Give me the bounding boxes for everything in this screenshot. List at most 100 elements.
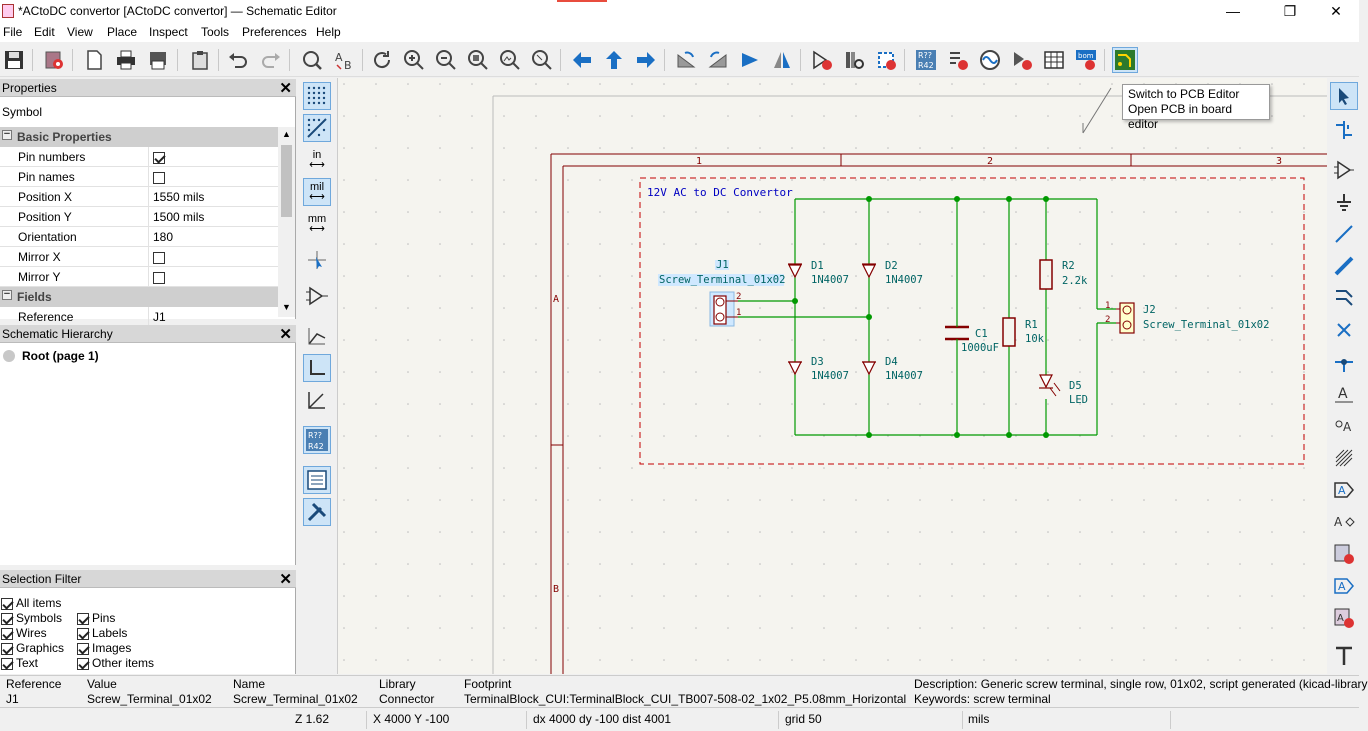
add-global-label-icon[interactable] [1330, 444, 1358, 472]
checkbox[interactable] [153, 171, 165, 184]
rotate-ccw-icon[interactable] [673, 47, 699, 73]
property-value[interactable]: J1 [153, 310, 166, 324]
menu-view[interactable]: View [67, 25, 93, 39]
redo-icon[interactable] [258, 47, 284, 73]
d1-value[interactable]: 1N4007 [811, 274, 849, 286]
zoom-selection-icon[interactable] [529, 47, 555, 73]
menu-tools[interactable]: Tools [201, 25, 230, 39]
property-value[interactable]: 1500 mils [153, 210, 205, 224]
save-icon[interactable] [1, 47, 27, 73]
import-sheet-pin-icon[interactable]: A [1330, 604, 1358, 632]
collapse-icon[interactable]: − [2, 128, 12, 140]
j2-ref[interactable]: J2 [1143, 304, 1156, 316]
filter-checkbox[interactable] [1, 642, 13, 655]
no-connect-icon[interactable] [1330, 316, 1358, 344]
checkbox[interactable] [153, 151, 165, 164]
properties-panel-toggle-icon[interactable] [303, 466, 331, 494]
collapse-icon[interactable]: − [2, 288, 12, 300]
property-checkbox[interactable] [153, 270, 165, 284]
plot-icon[interactable] [145, 47, 171, 73]
symbol-library-browser-icon[interactable] [841, 47, 867, 73]
erc-icon[interactable] [945, 47, 971, 73]
bom-table-icon[interactable] [1041, 47, 1067, 73]
annotate-toggle-icon[interactable]: R??R42 [303, 426, 331, 454]
add-net-class-icon[interactable]: A [1330, 412, 1358, 440]
rotate-cw-icon[interactable] [705, 47, 731, 73]
close-button[interactable]: ✕ [1330, 3, 1342, 19]
filter-checkbox[interactable] [1, 657, 13, 670]
hidden-pins-icon[interactable] [303, 282, 331, 310]
menu-inspect[interactable]: Inspect [149, 25, 188, 39]
add-bus-icon[interactable] [1330, 252, 1358, 280]
close-icon[interactable]: ✕ [279, 80, 292, 97]
mirror-vertical-icon[interactable] [737, 47, 763, 73]
c1-ref[interactable]: C1 [975, 328, 988, 340]
property-value[interactable]: 1550 mils [153, 190, 205, 204]
tools-icon[interactable] [303, 498, 331, 526]
navigate-back-icon[interactable] [569, 47, 595, 73]
d4-value[interactable]: 1N4007 [885, 370, 923, 382]
grid-toggle-icon[interactable] [303, 82, 331, 110]
simulator-icon[interactable] [977, 47, 1003, 73]
assign-footprints-icon[interactable] [1009, 47, 1035, 73]
add-bus-entry-icon[interactable] [1330, 284, 1358, 312]
property-row[interactable]: Pin names [0, 167, 278, 187]
cursor-crosshair-icon[interactable] [303, 246, 331, 274]
d5-ref[interactable]: D5 [1069, 380, 1082, 392]
highlight-net-icon[interactable] [1330, 116, 1358, 144]
zoom-in-icon[interactable] [401, 47, 427, 73]
undo-icon[interactable] [225, 47, 251, 73]
d1-ref[interactable]: D1 [811, 260, 824, 272]
find-icon[interactable] [299, 47, 325, 73]
units-mils-button[interactable]: mil⟷ [303, 178, 331, 206]
filter-checkbox[interactable] [1, 612, 13, 625]
fields-category[interactable]: − Fields [0, 287, 278, 307]
d3-ref[interactable]: D3 [811, 356, 824, 368]
filter-checkbox[interactable] [1, 627, 13, 640]
grid-overrides-icon[interactable] [303, 114, 331, 142]
add-hier-label-icon[interactable]: A [1330, 476, 1358, 504]
wire-angle-45-icon[interactable] [303, 386, 331, 414]
close-icon[interactable]: ✕ [279, 326, 292, 343]
property-checkbox[interactable] [153, 150, 165, 164]
navigate-up-icon[interactable] [601, 47, 627, 73]
filter-checkbox[interactable] [77, 612, 89, 625]
scroll-down-icon[interactable]: ▼ [282, 302, 291, 312]
d2-ref[interactable]: D2 [885, 260, 898, 272]
paste-icon[interactable] [187, 47, 213, 73]
j2-value[interactable]: Screw_Terminal_01x02 [1143, 319, 1269, 331]
property-row[interactable]: Mirror X [0, 247, 278, 267]
add-sheet-icon[interactable] [1330, 540, 1358, 568]
units-inches-button[interactable]: in⟷ [309, 149, 325, 171]
add-label-icon[interactable]: A [1330, 380, 1358, 408]
maximize-button[interactable]: ❐ [1283, 3, 1297, 19]
add-directive-label-icon[interactable]: A [1330, 508, 1358, 536]
d2-value[interactable]: 1N4007 [885, 274, 923, 286]
menu-preferences[interactable]: Preferences [242, 25, 307, 39]
property-row[interactable]: Pin numbers [0, 147, 278, 167]
r2-ref[interactable]: R2 [1062, 260, 1075, 272]
filter-item[interactable]: Text [1, 656, 38, 670]
wire-angle-any-icon[interactable] [303, 322, 331, 350]
filter-item[interactable]: Pins [77, 611, 115, 625]
menu-edit[interactable]: Edit [34, 25, 55, 39]
basic-properties-category[interactable]: − Basic Properties [0, 127, 278, 147]
generate-bom-icon[interactable]: bom [1073, 47, 1099, 73]
filter-item[interactable]: Symbols [1, 611, 62, 625]
filter-checkbox[interactable] [77, 642, 89, 655]
units-mm-button[interactable]: mm⟷ [307, 213, 327, 235]
scroll-up-icon[interactable]: ▲ [282, 129, 291, 139]
zoom-out-icon[interactable] [433, 47, 459, 73]
property-row[interactable]: Mirror Y [0, 267, 278, 287]
add-symbol-icon[interactable] [1330, 156, 1358, 184]
page-settings-icon[interactable] [81, 47, 107, 73]
j1-value[interactable]: Screw_Terminal_01x02 [659, 274, 785, 286]
r1-ref[interactable]: R1 [1025, 319, 1038, 331]
menu-file[interactable]: File [3, 25, 23, 39]
add-text-icon[interactable] [1330, 642, 1358, 670]
filter-item[interactable]: Images [77, 641, 131, 655]
filter-checkbox[interactable] [1, 597, 13, 610]
